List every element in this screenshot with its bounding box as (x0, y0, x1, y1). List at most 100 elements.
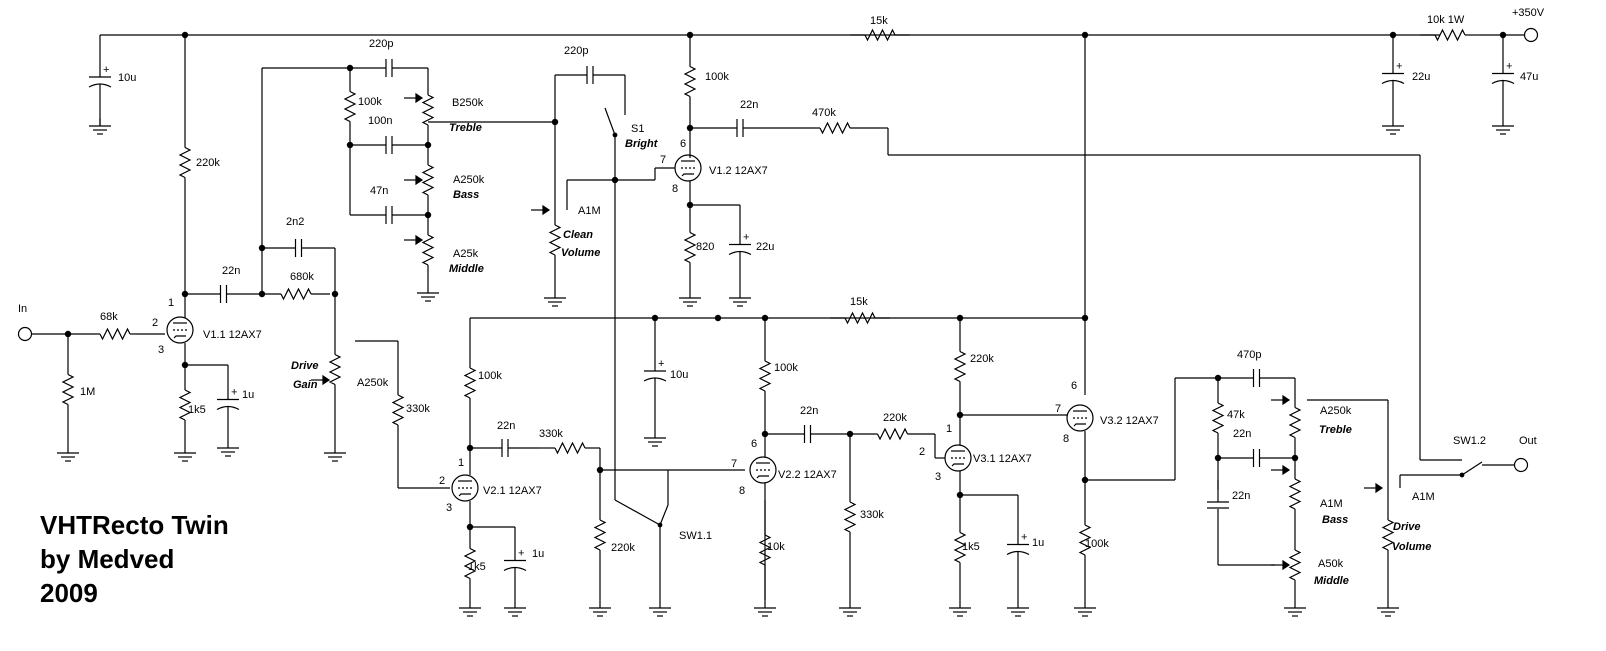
polarity-mark: + (743, 232, 749, 244)
component-label: 10u (118, 72, 136, 84)
pot-wiper (1375, 482, 1384, 494)
resistor (953, 350, 967, 383)
terminal (17, 326, 33, 342)
junction-dot (686, 201, 694, 209)
component-label: 220p (564, 45, 588, 57)
component-label: 2 (919, 446, 925, 458)
capacitor (1006, 550, 1030, 556)
component-label: 22n (800, 405, 818, 417)
pot-wiper (1282, 464, 1291, 476)
pot-wiper (1282, 394, 1291, 406)
component-label: 22n (1232, 490, 1250, 502)
component-label: 6 (751, 438, 757, 450)
polarity-mark: + (658, 358, 664, 370)
junction-dot (651, 314, 659, 322)
tube (674, 154, 702, 182)
component-label: 22n (740, 99, 758, 111)
component-label: 6 (680, 138, 686, 150)
junction-dot (424, 141, 432, 149)
resistor (343, 90, 357, 123)
junction-dot (956, 411, 964, 419)
junction-dot (181, 361, 189, 369)
resistor (1288, 478, 1302, 510)
terminal (1513, 457, 1529, 473)
resistor (843, 501, 857, 533)
resistor (99, 327, 131, 341)
capacitor (216, 405, 240, 411)
component-label: Clean (563, 229, 593, 241)
component-label: A250k (453, 174, 485, 186)
junction-dot (1214, 454, 1222, 462)
component-label: 6 (1071, 380, 1077, 392)
component-label: 1k5 (188, 404, 206, 416)
component-label: 1 (946, 423, 952, 435)
resistor (1078, 524, 1092, 556)
component-label: 47n (370, 185, 388, 197)
component-label: Drive (1393, 521, 1421, 533)
tube-cathode (951, 463, 964, 467)
resistor (758, 360, 772, 392)
junction-dot (1081, 314, 1089, 322)
component-label: 3 (935, 471, 941, 483)
tube-cathode (756, 475, 769, 479)
component-label: Bright (625, 138, 659, 150)
capacitor (88, 83, 112, 88)
component-label: 7 (731, 458, 737, 470)
switch-blade (1461, 461, 1483, 476)
component-label: SW1.2 (1453, 435, 1486, 447)
component-label: 1k5 (962, 541, 980, 553)
tube (1066, 404, 1094, 432)
component-label: 1 (168, 297, 174, 309)
polarity-mark: + (1396, 61, 1402, 73)
junction-dot (258, 244, 266, 252)
component-label: 100k (705, 71, 729, 83)
junction-dot (846, 430, 854, 438)
component-label: Bass (453, 189, 479, 201)
component-label: V3.2 12AX7 (1100, 415, 1159, 427)
component-label: 220k (196, 157, 220, 169)
pot-wiper (415, 174, 424, 186)
junction-dot (1081, 31, 1089, 39)
resistor (1288, 406, 1302, 439)
component-label: S1 (631, 123, 644, 135)
component-label: A1M (1412, 491, 1435, 503)
resistor (178, 389, 192, 421)
junction-dot (714, 314, 722, 322)
title-line-year: 2009 (40, 578, 98, 608)
component-label: 680k (290, 271, 314, 283)
component-label: 1 (458, 457, 464, 469)
component-label: 220k (970, 353, 994, 365)
junction-dot (64, 330, 72, 338)
component-label: Volume (1392, 541, 1431, 553)
switch-contact (612, 132, 618, 138)
tube-cathode (173, 335, 186, 339)
component-label: 470k (812, 107, 836, 119)
junction-dot (761, 314, 769, 322)
component-label: In (18, 303, 27, 315)
resistor (1211, 402, 1225, 434)
junction-dot (1081, 476, 1089, 484)
component-label: 1u (532, 548, 544, 560)
resistor (876, 427, 909, 441)
tube (166, 316, 194, 344)
wires (31, 34, 1525, 608)
components (17, 27, 1539, 617)
component-label: A50k (1318, 558, 1344, 570)
junction-dot (181, 31, 189, 39)
component-label: 68k (100, 311, 118, 323)
resistor (758, 534, 772, 566)
component-label: V3.1 12AX7 (973, 453, 1032, 465)
junction-dot (346, 141, 354, 149)
component-label: Volume (561, 247, 600, 259)
junction-dot (1389, 31, 1397, 39)
junction-dot (346, 64, 354, 72)
resistor (683, 231, 697, 264)
schematic-title: VHTRecto Twin by Medved 2009 (40, 508, 229, 610)
polarity-mark: + (1021, 532, 1027, 544)
component-label: 22n (1233, 428, 1251, 440)
component-label: Middle (1314, 575, 1349, 587)
resistor (178, 146, 192, 179)
junction-dot (956, 314, 964, 322)
